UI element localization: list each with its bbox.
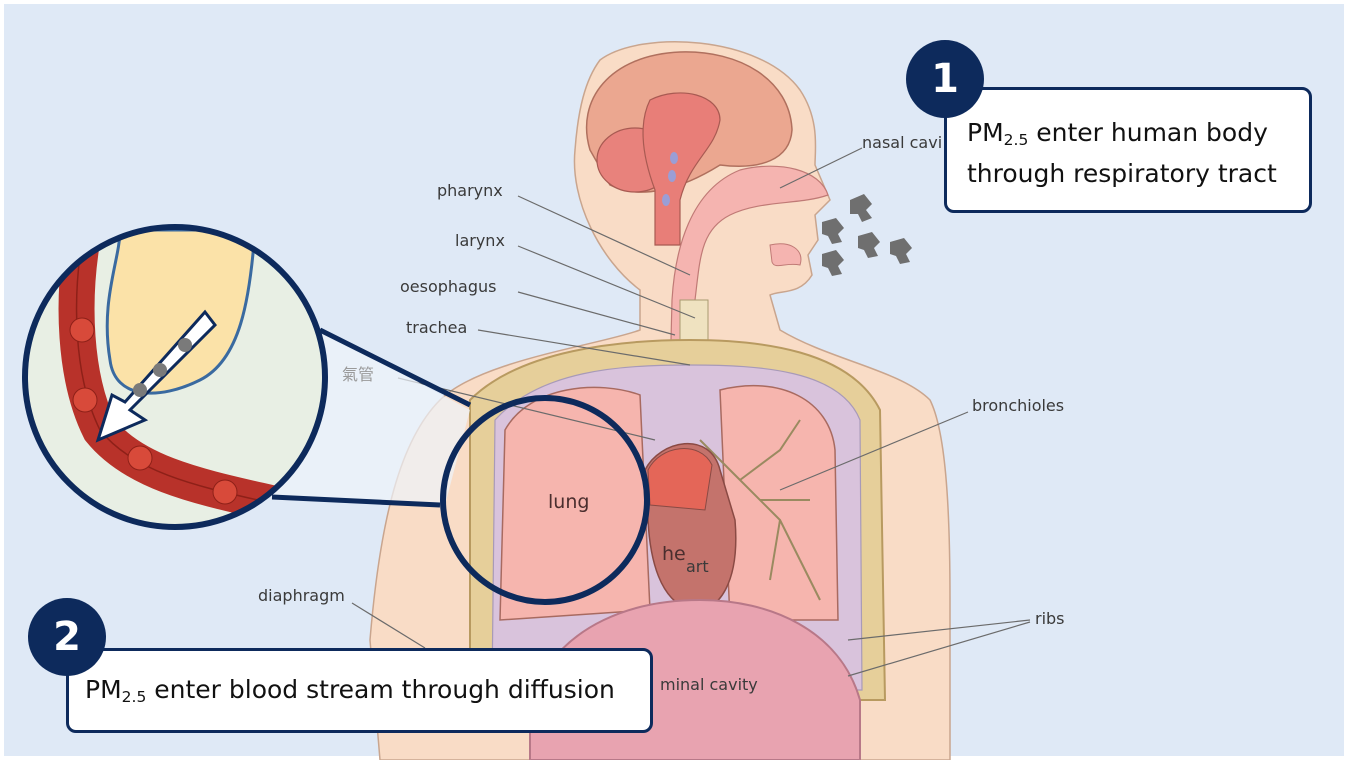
callout-step-2: PM2.5 enter blood stream through diffusi…: [66, 648, 653, 733]
leader-lines: [351, 147, 1031, 677]
magnifier-lens: [440, 395, 650, 605]
bronchiole-tree: [699, 419, 821, 601]
label-pharynx: pharynx: [437, 181, 503, 200]
label-trachea: trachea: [406, 318, 467, 337]
callout-1-line2: through respiratory tract: [967, 158, 1277, 188]
pm-particles: [822, 194, 912, 276]
label-heart-part2: art: [686, 557, 709, 576]
right-lung: [719, 385, 839, 621]
heart-atrium: [647, 448, 713, 511]
callout-1-line1: PM2.5 enter human body: [967, 118, 1268, 149]
label-heart-part1: he: [662, 543, 686, 565]
label-nasal-cavity: nasal cavi: [862, 133, 942, 152]
step-2-badge: 2: [28, 598, 106, 676]
brain: [585, 51, 793, 246]
step-1-badge: 1: [906, 40, 984, 118]
label-lung: lung: [548, 491, 589, 513]
callout-2-text: PM2.5 enter blood stream through diffusi…: [85, 675, 615, 706]
magnifier: [22, 224, 650, 605]
label-ribs: ribs: [1035, 609, 1065, 628]
alveolus-zoom: [25, 227, 325, 527]
label-abdominal-cavity: minal cavity: [660, 675, 758, 694]
label-bronchioles: bronchioles: [972, 396, 1064, 415]
label-diaphragm: diaphragm: [258, 586, 345, 605]
left-lung: [499, 386, 651, 621]
label-trachea-chinese: 氣管: [342, 365, 374, 384]
callout-step-1: PM2.5 enter human body through respirato…: [944, 87, 1312, 213]
label-oesophagus: oesophagus: [400, 277, 497, 296]
label-larynx: larynx: [455, 231, 505, 250]
